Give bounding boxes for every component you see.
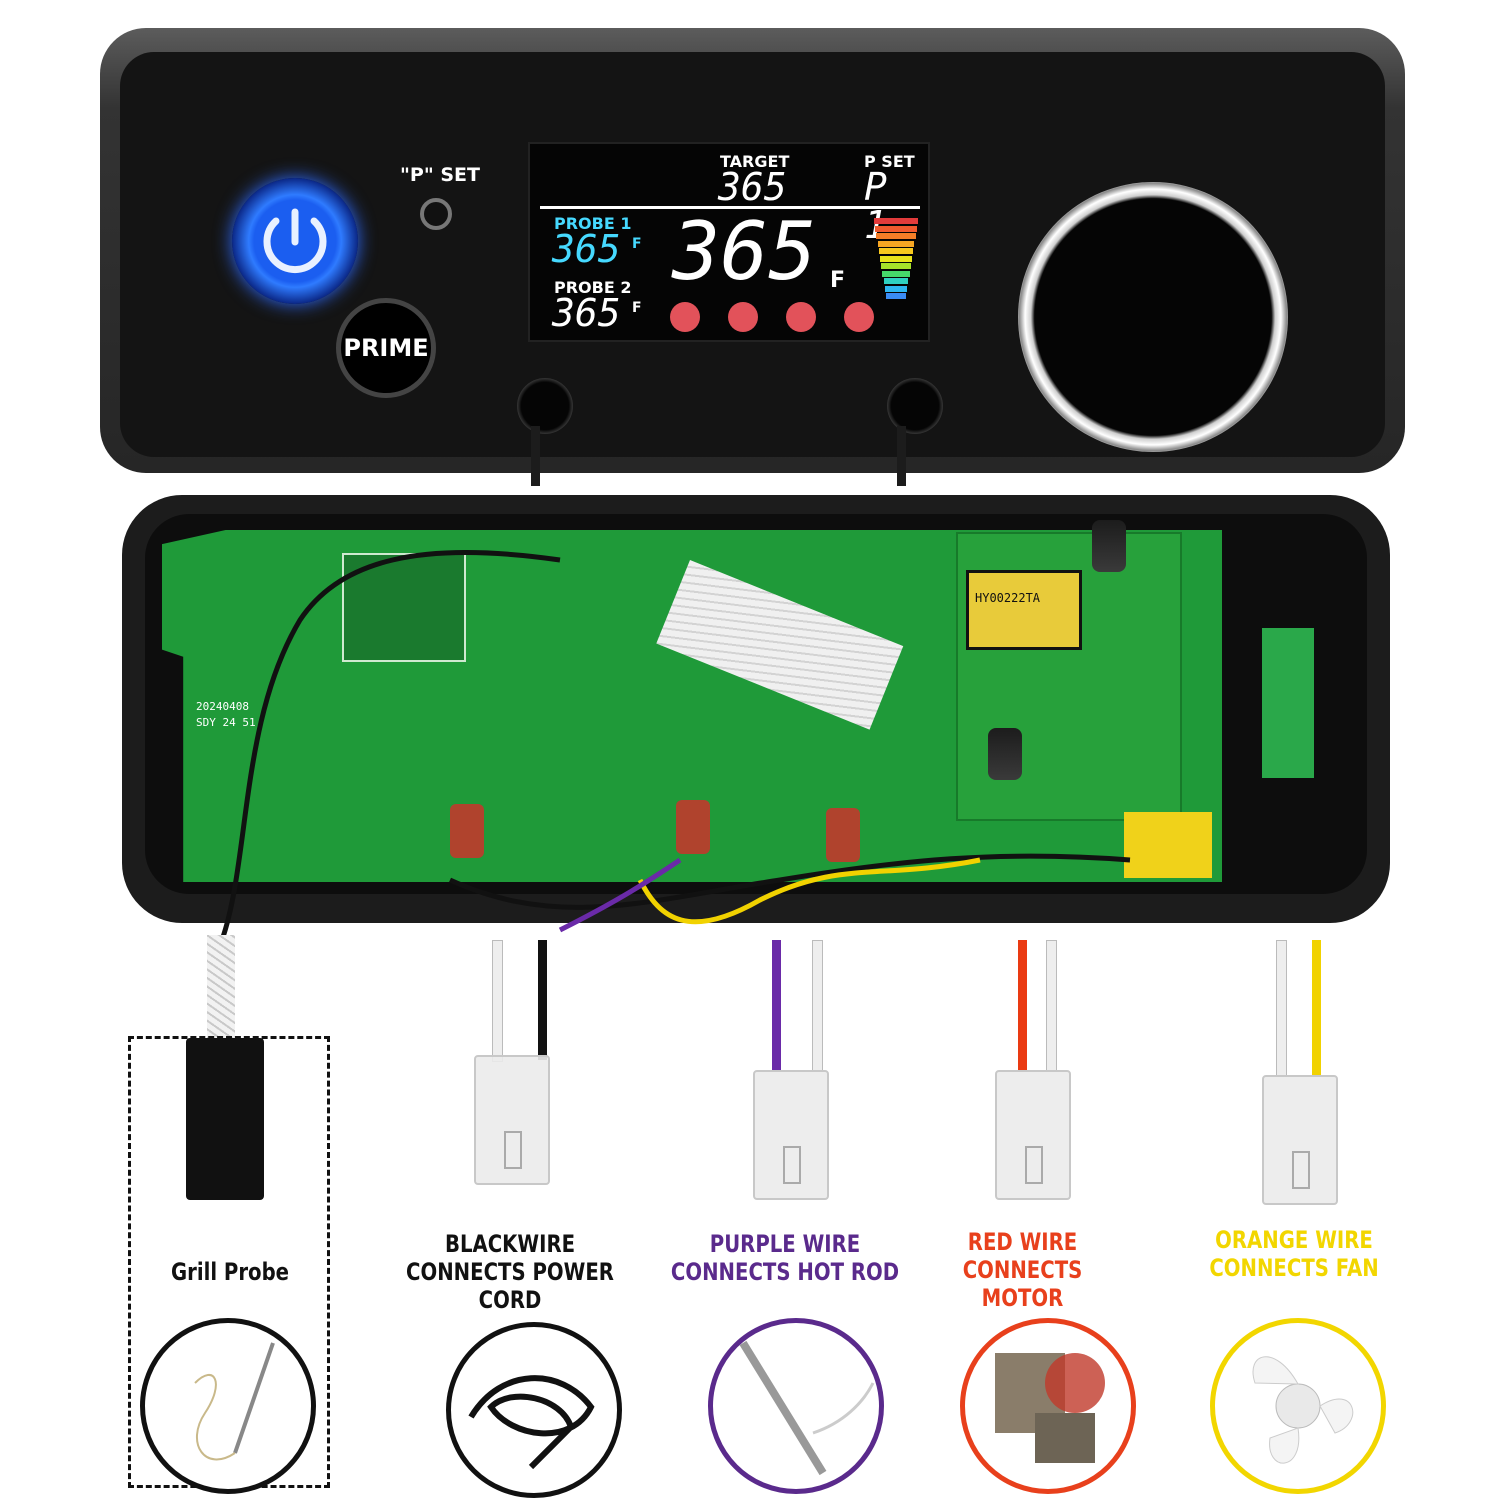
legend-line: CONNECTS HOT ROD (670, 1258, 900, 1286)
probe1-label: PROBE 1 (554, 214, 632, 233)
target-label: TARGET (720, 152, 790, 171)
level-bar (874, 218, 918, 224)
fuse-holder (1262, 628, 1314, 778)
power-button[interactable] (232, 178, 358, 304)
auger-motor-icon (960, 1318, 1136, 1494)
red-wire (1018, 940, 1027, 1070)
level-bar (876, 233, 916, 239)
heater-status-icon (728, 302, 758, 332)
lcd-display: TARGET 365 P SET P 1 PROBE 1 365 F PROBE… (528, 142, 930, 342)
yellow-wire (1312, 940, 1321, 1075)
level-bar (880, 255, 912, 262)
temperature-dial[interactable] (1018, 182, 1288, 452)
power-icon (263, 208, 327, 273)
hot-rod-status-icon (670, 302, 700, 332)
level-bar (883, 278, 909, 284)
legend-line: BLACKWIRE (444, 1230, 576, 1258)
white-wire (1276, 940, 1287, 1077)
level-bar (877, 240, 915, 247)
purple-wire (772, 940, 781, 1070)
probe1-value: 365 (552, 227, 621, 271)
probe1-jack-cable (531, 426, 540, 486)
probe1-unit: F (632, 236, 642, 252)
triac (826, 808, 860, 862)
transformer: HY00222TA (966, 570, 1082, 650)
p-set-label: "P" SET (400, 164, 480, 186)
capacitor (1092, 520, 1126, 572)
auger-status-icon (844, 302, 874, 332)
legend-label-grill-probe: Grill Probe (148, 1258, 312, 1286)
capacitor (988, 728, 1022, 780)
fan-icon (1210, 1318, 1386, 1494)
x-capacitor (1124, 812, 1212, 878)
level-bar (881, 263, 911, 269)
level-bar (886, 293, 906, 299)
probe2-unit: F (632, 300, 642, 316)
legend-line: CONNECTS MOTOR (962, 1256, 1083, 1312)
lcd-divider (540, 206, 920, 209)
prime-button[interactable]: PRIME (336, 298, 436, 398)
power-cord-icon (446, 1322, 622, 1498)
board-date-code: 20240408 (196, 700, 249, 713)
probe2-jack (887, 378, 943, 434)
legend-line: PURPLE WIRE (709, 1230, 861, 1258)
pset-label: P SET (864, 152, 915, 171)
main-temperature: 365 (672, 205, 817, 298)
grill-probe-cable (207, 935, 235, 1045)
white-wire (812, 940, 823, 1072)
level-bar (878, 248, 914, 254)
triac (450, 804, 484, 858)
board-batch-code: SDY 24 51 (196, 716, 256, 729)
level-bar (882, 270, 910, 277)
legend-label-fan: ORANGE WIRE CONNECTS FAN (1201, 1226, 1388, 1282)
black-wire (538, 940, 547, 1060)
probe1-jack (517, 378, 573, 434)
internal-wiring (219, 550, 1131, 941)
p-set-button[interactable] (420, 198, 452, 230)
temperature-level-bars (874, 218, 918, 300)
level-bar (875, 225, 917, 232)
legend-label-hot-rod: PURPLE WIRE CONNECTS HOT ROD (666, 1230, 904, 1286)
hot-rod-icon (708, 1318, 884, 1494)
legend-line: CONNECTS FAN (1209, 1254, 1379, 1282)
legend-label-power-cord: BLACKWIRE CONNECTS POWER CORD (379, 1230, 641, 1314)
fan-connector (1262, 1075, 1338, 1205)
legend-label-motor: RED WIRE CONNECTS MOTOR (922, 1228, 1123, 1312)
hot-rod-connector (753, 1070, 829, 1200)
triac (676, 800, 710, 854)
level-bar (884, 285, 908, 292)
motor-connector (995, 1070, 1071, 1200)
transformer-label: HY00222TA (975, 591, 1041, 605)
fan-status-icon (786, 302, 816, 332)
legend-line: Grill Probe (170, 1258, 290, 1286)
probe2-value: 365 (552, 291, 621, 335)
white-wire (1046, 940, 1057, 1072)
target-value: 365 (718, 165, 787, 209)
legend-line: RED WIRE (967, 1228, 1078, 1256)
probe2-label: PROBE 2 (554, 278, 632, 297)
probe-thermometer-icon (140, 1318, 316, 1494)
legend-line: CONNECTS POWER CORD (406, 1258, 614, 1314)
power-cord-connector (474, 1055, 550, 1185)
grill-probe-plug (186, 1038, 264, 1200)
main-unit: F (830, 268, 846, 293)
legend-line: ORANGE WIRE (1215, 1226, 1373, 1254)
white-wire (492, 940, 503, 1062)
probe2-jack-cable (897, 426, 906, 486)
